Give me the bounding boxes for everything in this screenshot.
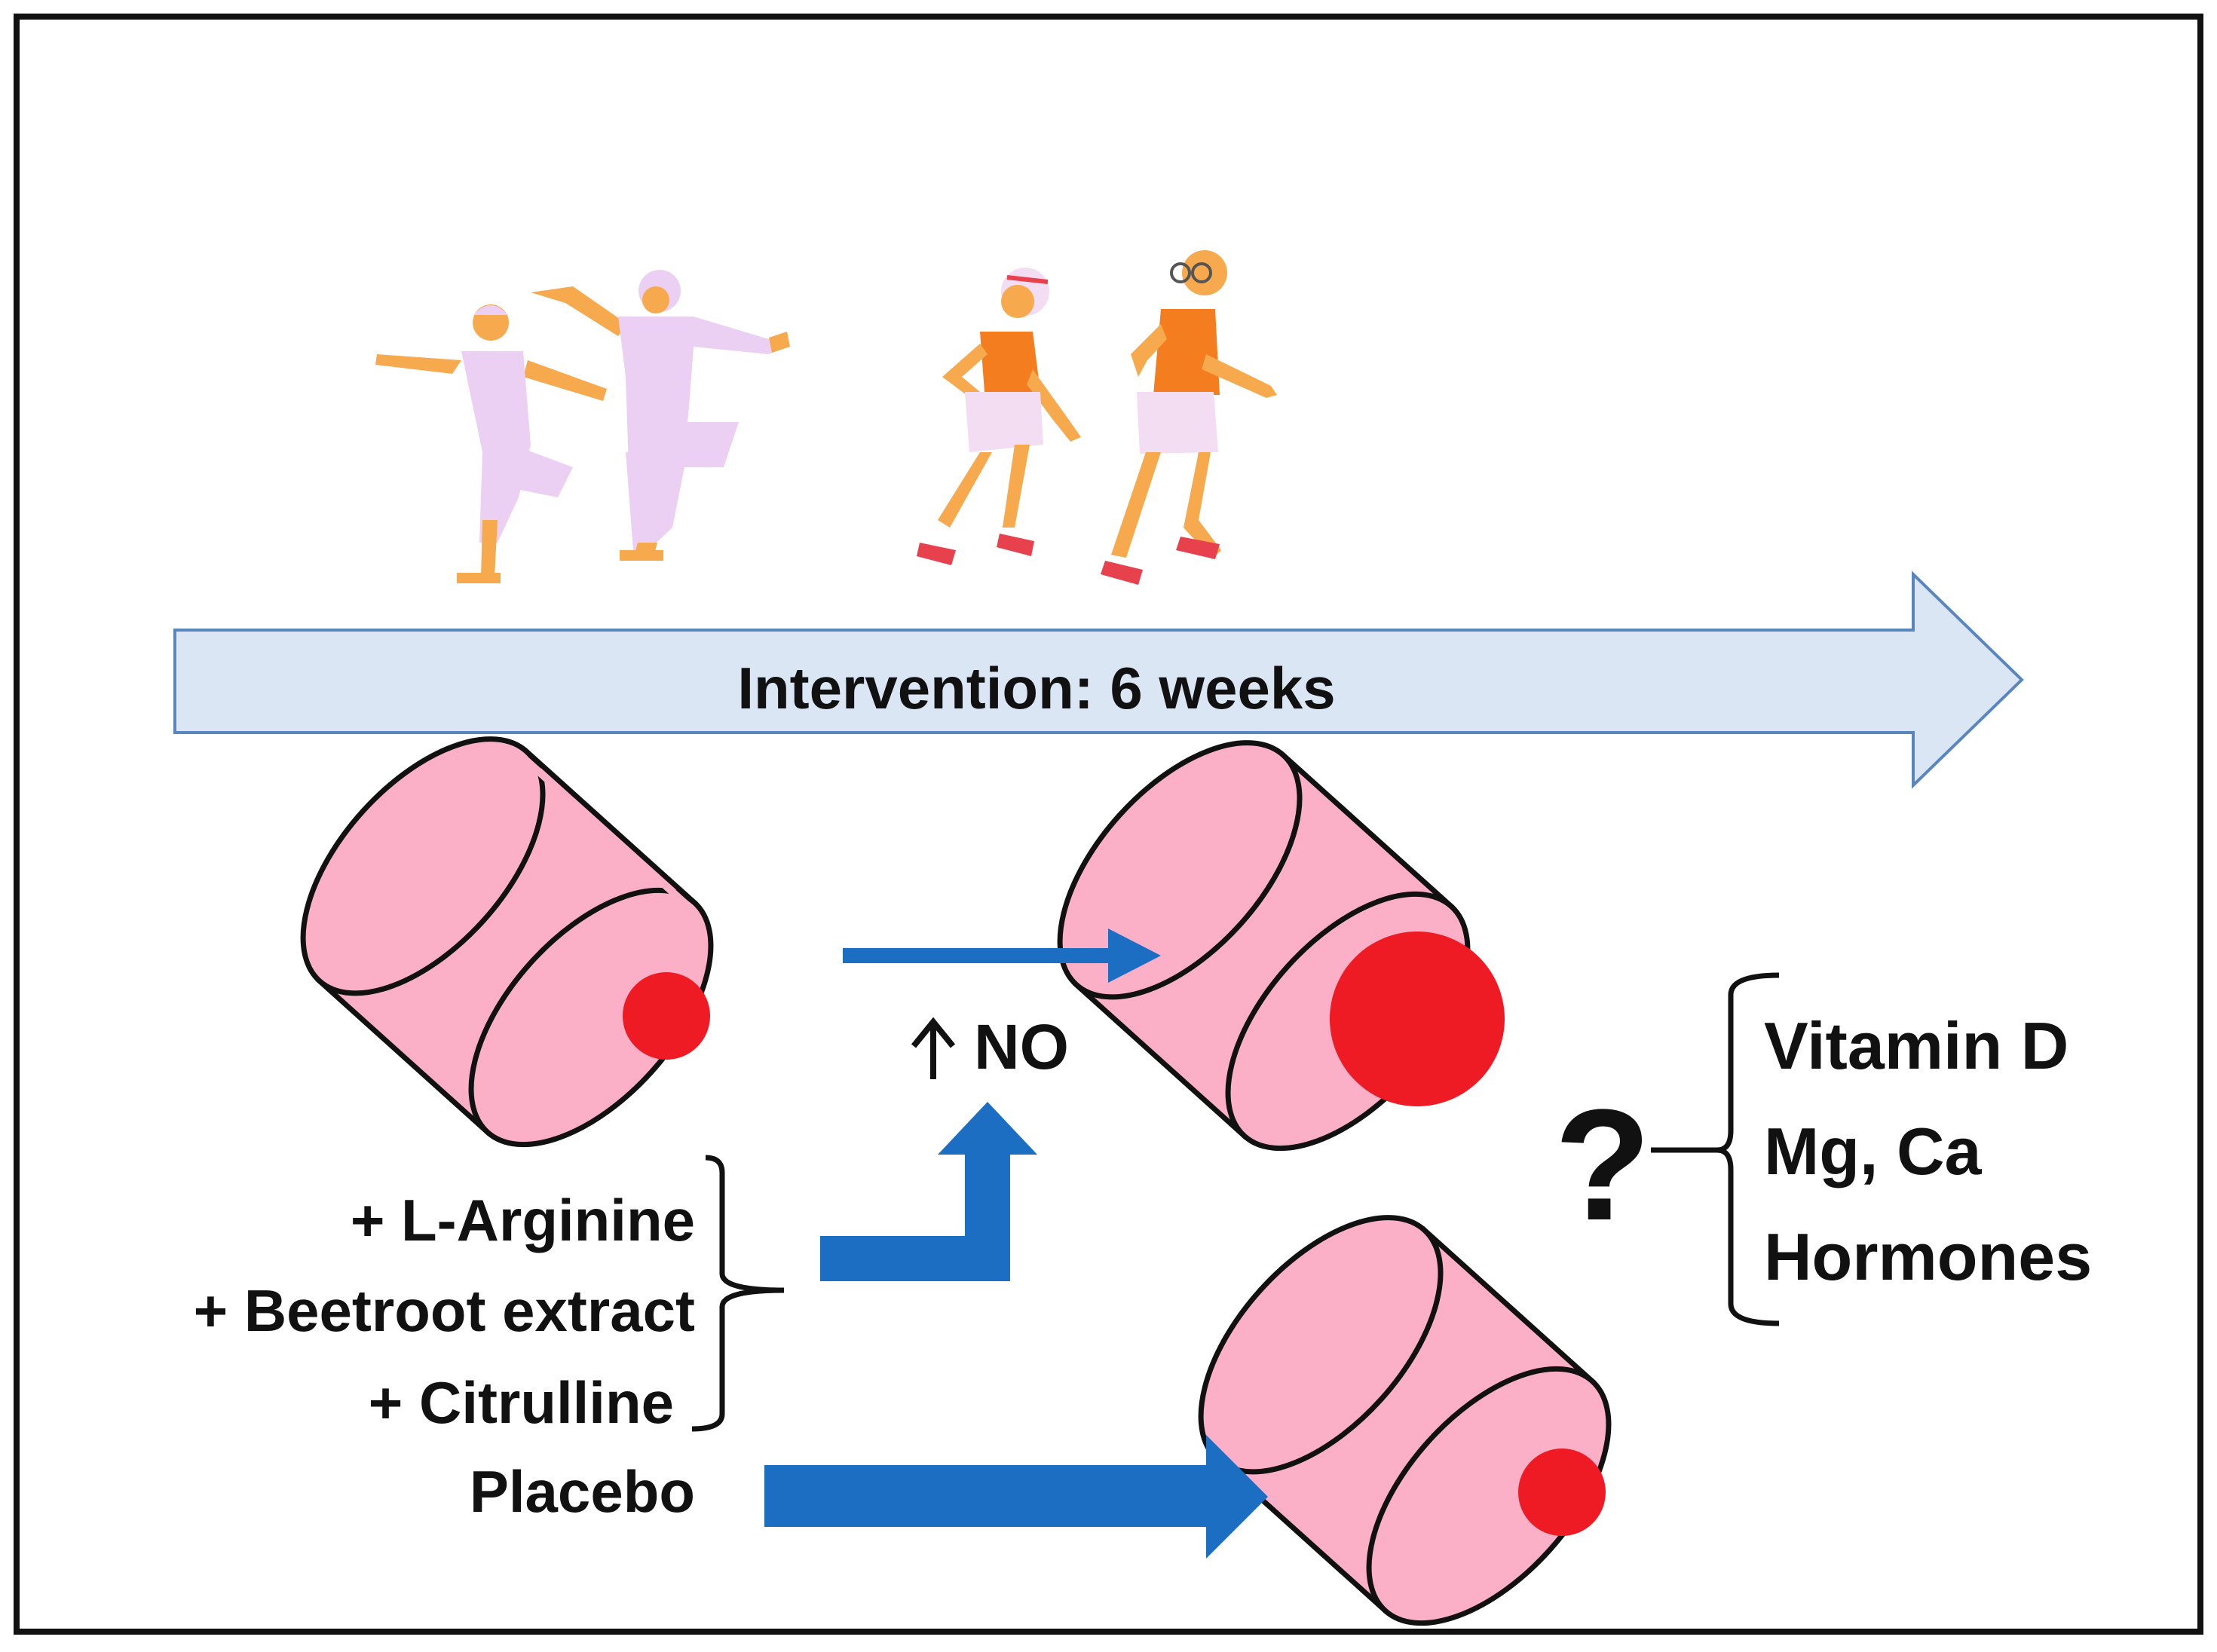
no-label: NO [974,1011,1069,1082]
vessel-transition-arrow [843,928,1161,983]
factor-label-2: Mg, Ca [1764,1114,1983,1189]
supplement-label-1: + L-Arginine [351,1187,695,1253]
factor-label-1: Vitamin D [1764,1008,2068,1083]
lumen-dilated [1330,932,1505,1106]
lumen-baseline [623,972,710,1060]
placebo-arrow [764,1435,1268,1559]
vessel-baseline [300,736,714,1148]
lumen-placebo [1518,1449,1606,1536]
factor-label-3: Hormones [1764,1219,2092,1294]
timeline-arrow [173,571,2024,789]
tai-chi-man-figure [531,270,790,561]
supplement-label-3: + Citrulline [369,1369,674,1436]
tai-chi-woman-figure [375,304,607,583]
jogger-woman-figure [917,268,1081,565]
vessel-placebo [1198,1215,1612,1626]
no-increase-arrow-icon [911,1017,956,1079]
factors-bracket [1716,972,1780,1326]
jogger-man-figure [1101,250,1277,585]
placebo-label: Placebo [470,1458,695,1525]
timeline-label: Intervention: 6 weeks [737,655,1335,721]
question-mark: ? [1554,1076,1651,1253]
supplement-bracket [691,1155,785,1432]
supplement-label-2: + Beetroot extract [194,1277,695,1344]
supplement-to-no-arrow [820,1102,1037,1281]
